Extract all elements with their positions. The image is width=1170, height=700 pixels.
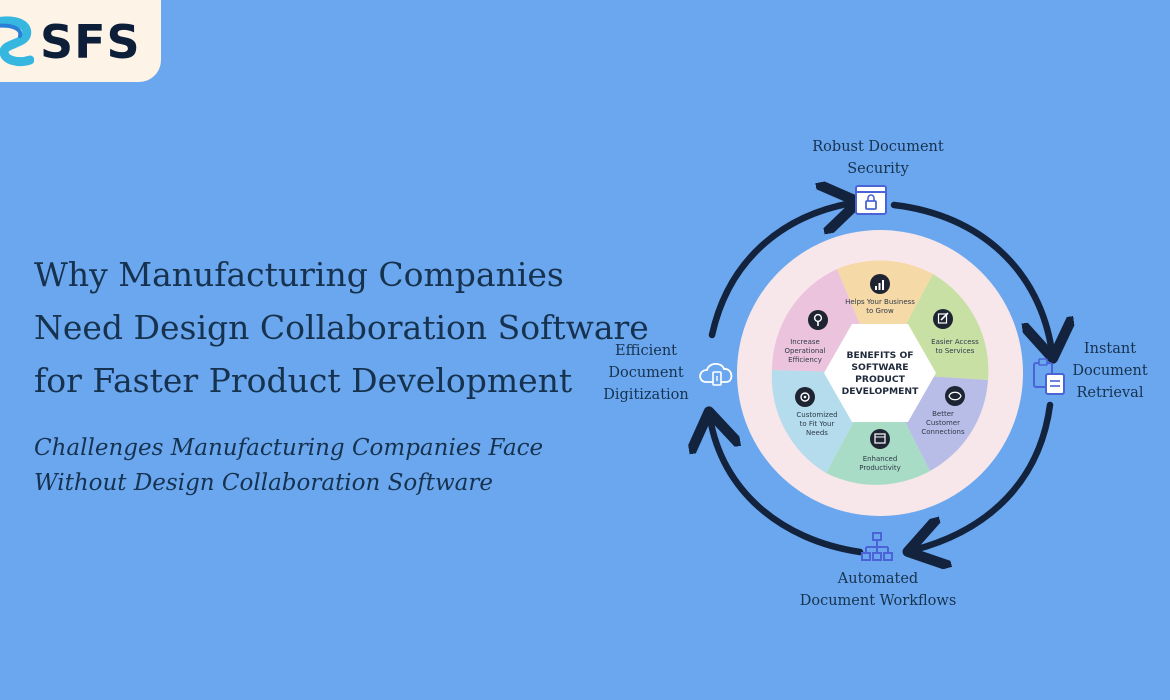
handshake-icon [945, 386, 965, 406]
wedge-label-line: Easier Access [931, 338, 979, 346]
label-line: Efficient [614, 343, 678, 359]
headline-line: Why Manufacturing Companies [34, 255, 564, 294]
settings-icon [795, 387, 815, 407]
subheadline-line: Without Design Collaboration Software [34, 470, 494, 496]
calendar-icon [870, 429, 890, 449]
label-line: Automated [837, 571, 919, 587]
wedge-label-line: Customized [796, 411, 837, 419]
label-line: Retrieval [1076, 385, 1144, 401]
wedge-label-line: to Services [936, 347, 975, 355]
brand-name: SFS [40, 15, 141, 69]
wedge-label-line: Operational [784, 347, 825, 355]
arrow-digitization-to-security [708, 203, 852, 339]
label-line: Document [608, 365, 684, 381]
wedge-label-line: Enhanced [863, 455, 898, 463]
headline-line: Need Design Collaboration Software [34, 308, 649, 347]
wedge-grow [837, 260, 933, 373]
label-line: Digitization [603, 387, 689, 403]
workflow-hierarchy-icon [861, 532, 893, 561]
label-line: Document [1072, 363, 1148, 379]
cycle-label-security: Robust Document Security [800, 136, 956, 180]
wedge-label-line: Customer [926, 419, 960, 427]
label-line: Instant [1083, 341, 1137, 357]
lock-icon [855, 185, 887, 215]
wedge-label-line: Helps Your Business [845, 298, 915, 306]
wedge-label-line: Needs [806, 429, 828, 437]
center-title-line: DEVELOPMENT [842, 386, 919, 397]
cycle-label-retrieval: Instant Document Retrieval [1062, 338, 1158, 404]
wedge-label-line: Increase [790, 338, 820, 346]
cycle-arrows [710, 203, 1052, 552]
wedge-productivity [826, 373, 930, 485]
cycle-label-workflows: Automated Document Workflows [792, 568, 964, 612]
wedge-label-line: to Fit Your [800, 420, 835, 428]
center-title-line: PRODUCT [855, 374, 905, 385]
document-clipboard-icon [1033, 358, 1065, 395]
center-title-line: BENEFITS OF [846, 350, 913, 361]
wedge-label-line: Productivity [859, 464, 901, 472]
arrow-retrieval-to-workflows [914, 401, 1054, 550]
brand-logo[interactable]: SFS [0, 0, 161, 82]
headline-line: for Faster Product Development [34, 361, 573, 400]
wedge-label-line: Connections [921, 428, 965, 436]
growth-chart-icon [870, 274, 890, 294]
cloud-upload-icon [699, 362, 733, 386]
center-title-line: SOFTWARE [851, 362, 908, 373]
edit-icon [933, 309, 953, 329]
arrow-workflows-to-digitization [710, 418, 864, 556]
brand-mark-icon [0, 16, 34, 67]
wedge-label-line: to Grow [866, 307, 894, 315]
wedge-label-line: Better [932, 410, 954, 418]
search-icon [808, 310, 828, 330]
arrow-security-to-retrieval [890, 201, 1052, 352]
label-line: Security [847, 161, 909, 177]
center-hexagon [824, 324, 936, 422]
wedge-label-line: Efficiency [788, 356, 822, 364]
label-line: Document Workflows [799, 593, 957, 609]
subheadline-line: Challenges Manufacturing Companies Face [34, 435, 544, 461]
label-line: Robust Document [812, 139, 944, 155]
cycle-label-digitization: Efficient Document Digitization [598, 340, 694, 406]
